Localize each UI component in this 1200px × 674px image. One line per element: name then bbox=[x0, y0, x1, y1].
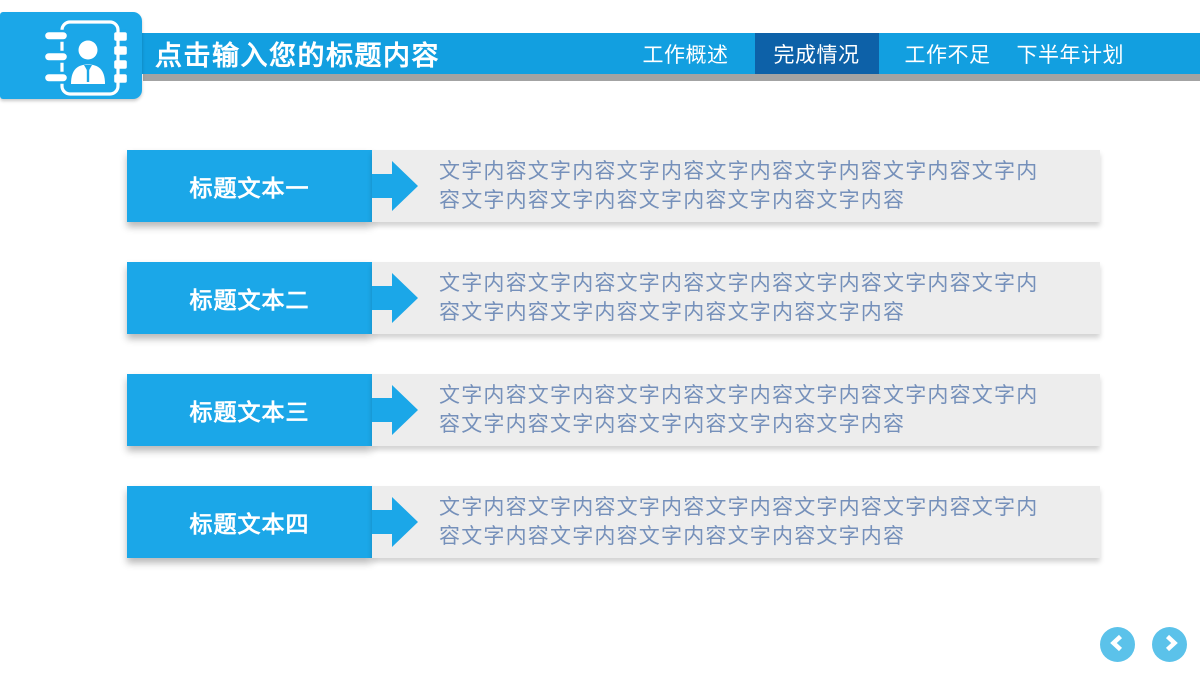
row-body-text: 文字内容文字内容文字内容文字内容文字内容文字内容文字内容文字内容文字内容文字内容… bbox=[439, 160, 1039, 212]
arrow-right-icon bbox=[372, 273, 418, 323]
row-body-text: 文字内容文字内容文字内容文字内容文字内容文字内容文字内容文字内容文字内容文字内容… bbox=[439, 272, 1039, 324]
page-title: 点击输入您的标题内容 bbox=[155, 41, 440, 71]
row-body-text: 文字内容文字内容文字内容文字内容文字内容文字内容文字内容文字内容文字内容文字内容… bbox=[439, 496, 1039, 548]
list-item-3: 标题文本三 文字内容文字内容文字内容文字内容文字内容文字内容文字内容文字内容文字… bbox=[127, 374, 1100, 446]
tab-completion-status[interactable]: 完成情况 bbox=[754, 33, 879, 74]
row-title-3: 标题文本三 bbox=[127, 374, 372, 446]
header-bar-shadow bbox=[143, 74, 1200, 81]
row-panel-1: 文字内容文字内容文字内容文字内容文字内容文字内容文字内容文字内容文字内容文字内容… bbox=[372, 150, 1100, 222]
arrow-right-icon bbox=[372, 385, 418, 435]
row-panel-3: 文字内容文字内容文字内容文字内容文字内容文字内容文字内容文字内容文字内容文字内容… bbox=[372, 374, 1100, 446]
chevron-left-icon bbox=[1108, 633, 1128, 656]
tab-work-shortcomings[interactable]: 工作不足 bbox=[904, 43, 991, 67]
content-rows: 标题文本一 文字内容文字内容文字内容文字内容文字内容文字内容文字内容文字内容文字… bbox=[127, 150, 1100, 558]
list-item-1: 标题文本一 文字内容文字内容文字内容文字内容文字内容文字内容文字内容文字内容文字… bbox=[127, 150, 1100, 222]
row-panel-2: 文字内容文字内容文字内容文字内容文字内容文字内容文字内容文字内容文字内容文字内容… bbox=[372, 262, 1100, 334]
notebook-person-icon bbox=[0, 12, 142, 99]
tab-second-half-plan[interactable]: 下半年计划 bbox=[1016, 43, 1124, 67]
list-item-2: 标题文本二 文字内容文字内容文字内容文字内容文字内容文字内容文字内容文字内容文字… bbox=[127, 262, 1100, 334]
header-tabs: 工作概述 完成情况 工作不足 下半年计划 bbox=[643, 33, 1125, 74]
arrow-right-icon bbox=[372, 161, 418, 211]
list-item-4: 标题文本四 文字内容文字内容文字内容文字内容文字内容文字内容文字内容文字内容文字… bbox=[127, 486, 1100, 558]
tab-work-overview[interactable]: 工作概述 bbox=[642, 43, 729, 67]
chevron-right-icon bbox=[1160, 633, 1180, 656]
row-panel-4: 文字内容文字内容文字内容文字内容文字内容文字内容文字内容文字内容文字内容文字内容… bbox=[372, 486, 1100, 558]
slide-nav bbox=[1100, 627, 1187, 662]
prev-slide-button[interactable] bbox=[1100, 627, 1135, 662]
header-bar: 点击输入您的标题内容 工作概述 完成情况 工作不足 下半年计划 bbox=[0, 33, 1200, 74]
row-title-1: 标题文本一 bbox=[127, 150, 372, 222]
logo-badge bbox=[0, 12, 142, 99]
next-slide-button[interactable] bbox=[1152, 627, 1187, 662]
row-title-2: 标题文本二 bbox=[127, 262, 372, 334]
arrow-right-icon bbox=[372, 497, 418, 547]
row-title-4: 标题文本四 bbox=[127, 486, 372, 558]
row-body-text: 文字内容文字内容文字内容文字内容文字内容文字内容文字内容文字内容文字内容文字内容… bbox=[439, 384, 1039, 436]
